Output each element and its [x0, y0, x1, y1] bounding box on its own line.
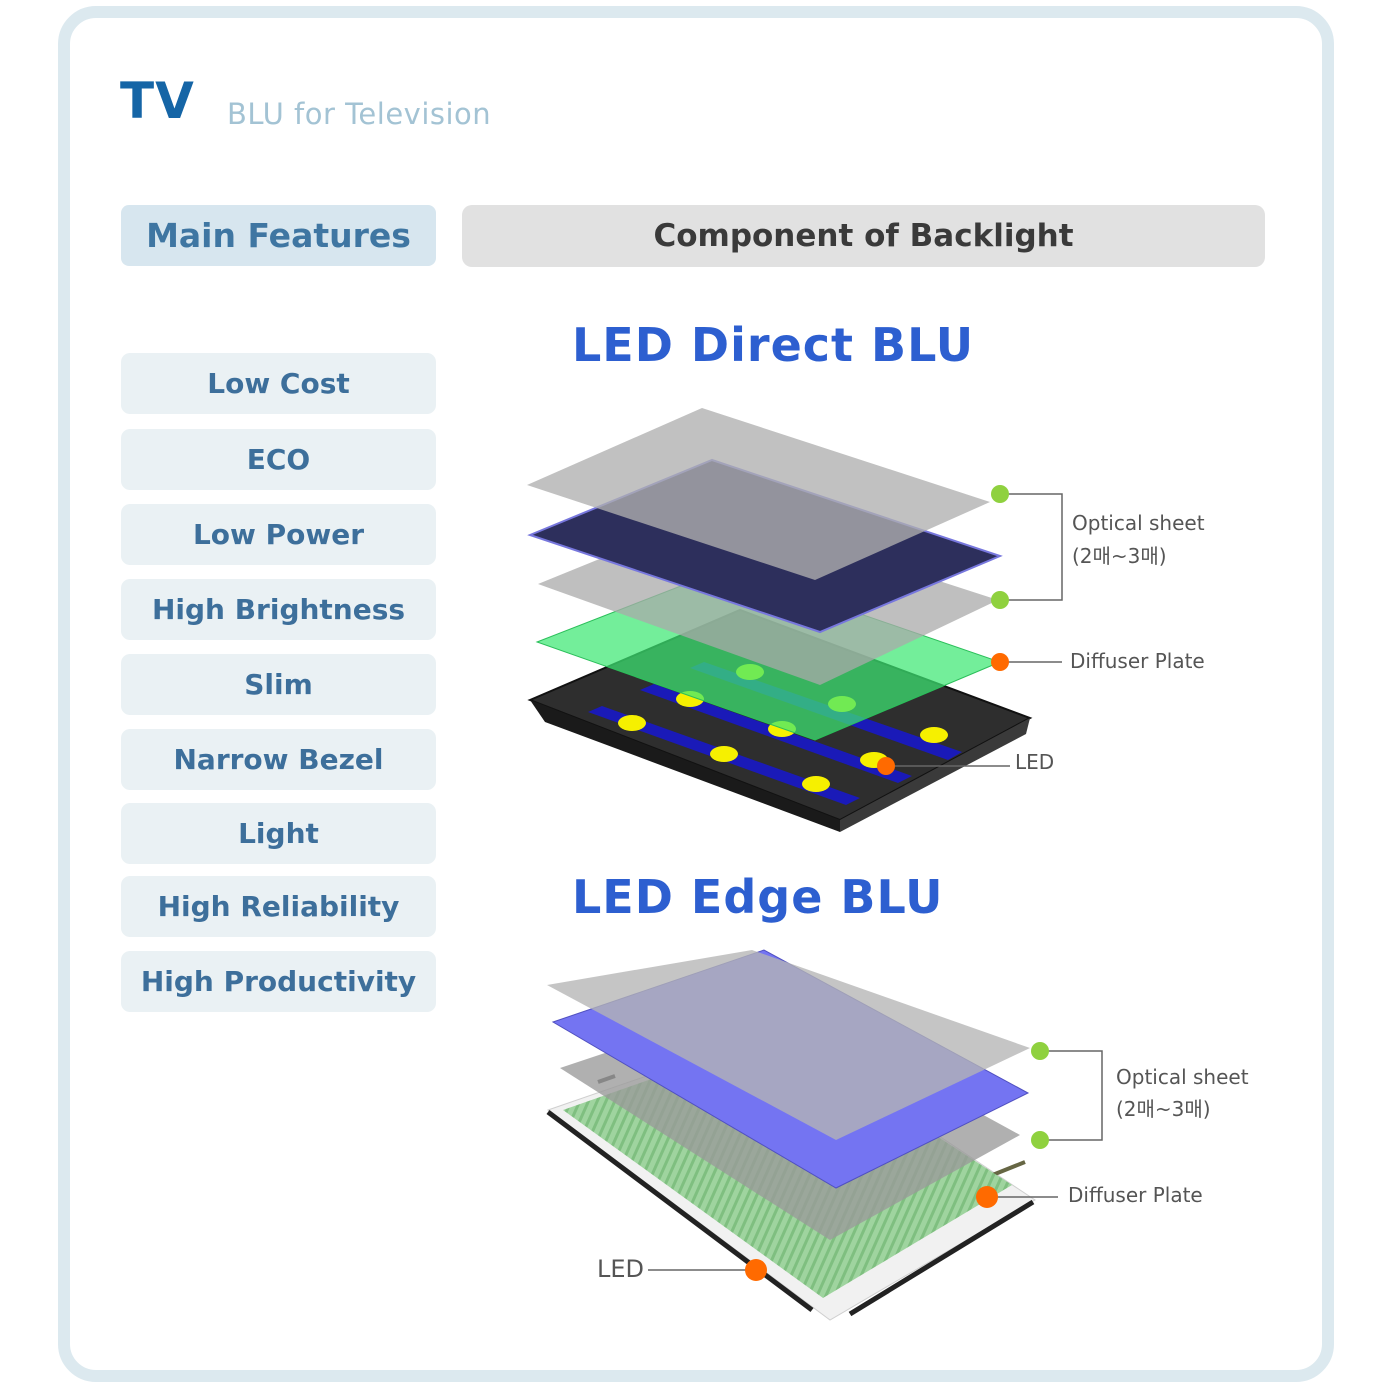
feature-slim[interactable]: Slim	[121, 654, 436, 715]
feature-low-cost[interactable]: Low Cost	[121, 353, 436, 414]
page-title: TV	[120, 72, 195, 130]
direct-blu-stack: Optical sheet (2매~3매) Diffuser Plate LED	[527, 408, 1205, 832]
edge-optical-sheet-label: Optical sheet	[1116, 1065, 1249, 1089]
edge-led-label: LED	[597, 1255, 644, 1283]
edge-optical-sheet-top	[547, 950, 1030, 1140]
tab-component-of-backlight[interactable]: Component of Backlight	[462, 205, 1265, 267]
direct-optical-sheet-top	[527, 408, 990, 580]
direct-sheet-marker	[991, 485, 1009, 503]
feature-low-power[interactable]: Low Power	[121, 504, 436, 565]
direct-diffuser-label: Diffuser Plate	[1070, 649, 1205, 673]
feature-high-brightness[interactable]: High Brightness	[121, 579, 436, 640]
edge-sheet-marker	[1031, 1042, 1049, 1060]
direct-led	[802, 776, 830, 792]
edge-led-marker	[745, 1259, 767, 1281]
feature-eco[interactable]: ECO	[121, 429, 436, 490]
page-subtitle: BLU for Television	[227, 97, 492, 131]
direct-chassis-side	[530, 700, 840, 832]
direct-led-marker	[877, 757, 895, 775]
direct-led	[710, 746, 738, 762]
direct-led	[618, 715, 646, 731]
direct-optical-sheet-label: Optical sheet	[1072, 511, 1205, 535]
edge-blu-stack: Optical sheet (2매~3매) Diffuser Plate LED	[546, 949, 1249, 1321]
direct-diffuser-marker	[991, 653, 1009, 671]
feature-high-productivity[interactable]: High Productivity	[121, 951, 436, 1012]
direct-led-label: LED	[1015, 750, 1054, 774]
edge-diffuser-marker	[976, 1186, 998, 1208]
direct-led	[920, 727, 948, 743]
edge-sheet-marker	[1031, 1131, 1049, 1149]
direct-blu-title: LED Direct BLU	[572, 318, 975, 372]
tab-main-features[interactable]: Main Features	[121, 205, 436, 266]
direct-sheet-marker	[991, 591, 1009, 609]
feature-narrow-bezel[interactable]: Narrow Bezel	[121, 729, 436, 790]
edge-diffuser-label: Diffuser Plate	[1068, 1183, 1203, 1207]
edge-optical-count-label: (2매~3매)	[1116, 1097, 1211, 1121]
direct-optical-count-label: (2매~3매)	[1072, 544, 1167, 568]
feature-light[interactable]: Light	[121, 803, 436, 864]
edge-blu-title: LED Edge BLU	[572, 870, 944, 924]
feature-high-reliability[interactable]: High Reliability	[121, 876, 436, 937]
